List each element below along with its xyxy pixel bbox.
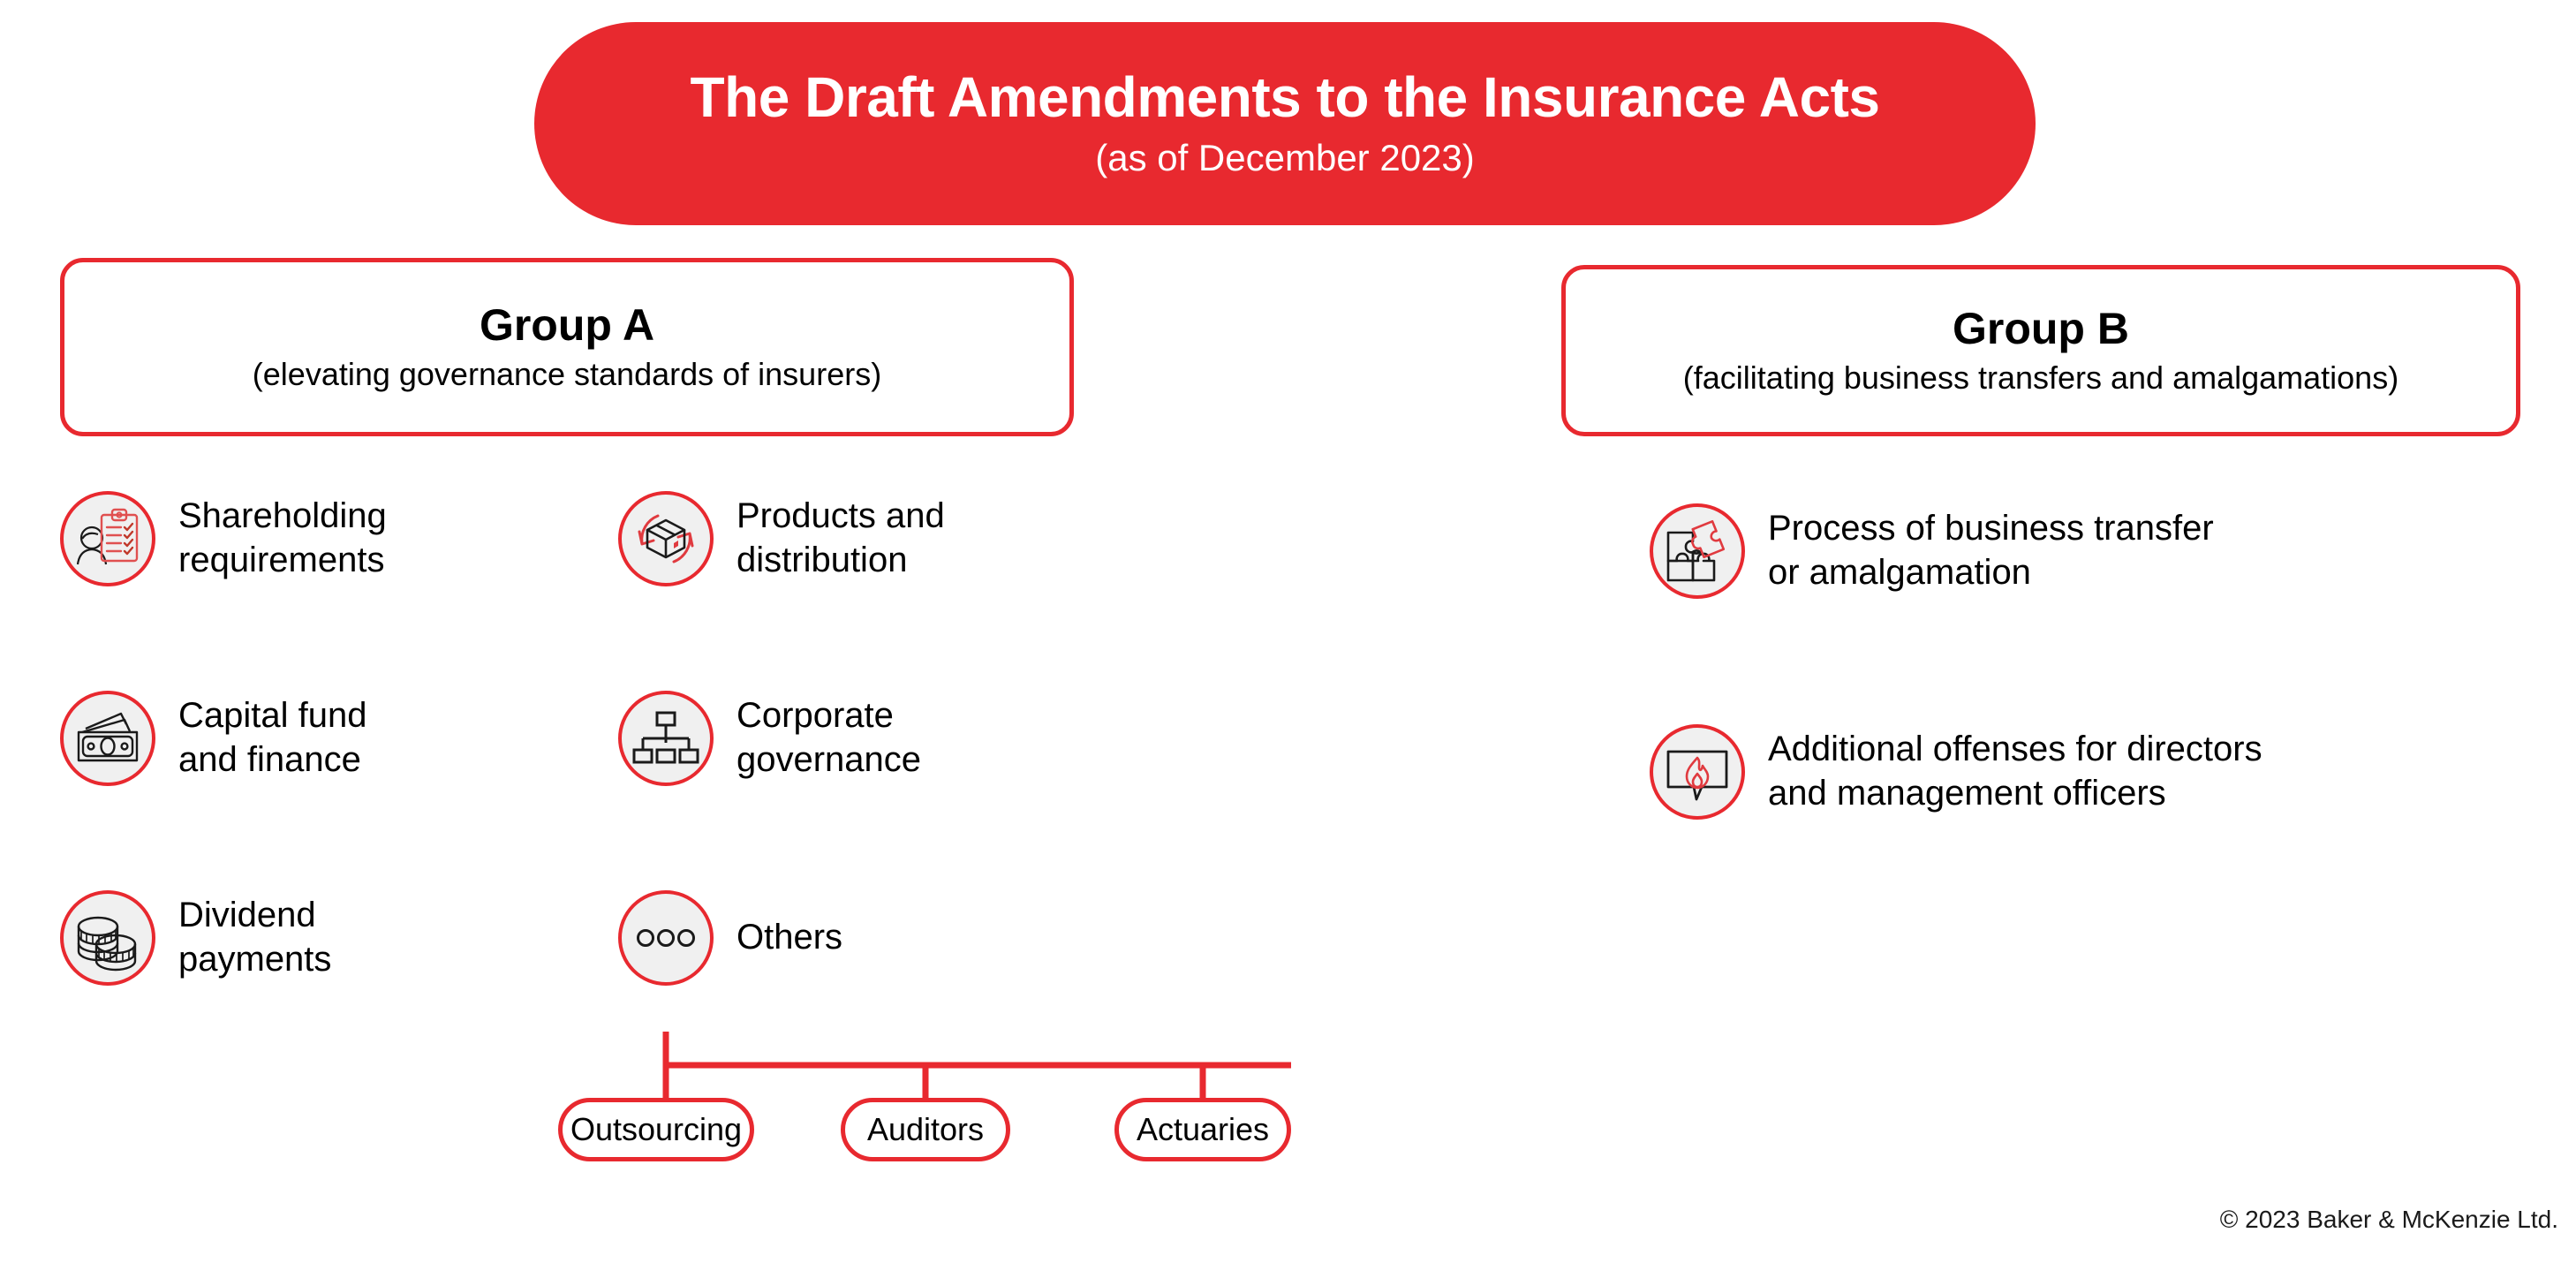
item-additional-offenses[interactable]: Additional offenses for directors and ma…	[1650, 724, 2262, 820]
group-a-header-box: Group A (elevating governance standards …	[60, 258, 1074, 436]
sub-item-label: Auditors	[866, 1111, 985, 1147]
item-label: Corporate governance	[737, 696, 922, 779]
item-label: Products and distribution	[737, 496, 945, 579]
person-checklist-clipboard-icon	[60, 491, 155, 586]
page-subtitle: (as of December 2023)	[1095, 136, 1475, 178]
item-products-and-distribution[interactable]: Products and distribution	[618, 491, 945, 586]
sub-item-label: Outsourcing	[570, 1111, 743, 1147]
item-label: Dividend payments	[178, 896, 332, 979]
org-chart-icon	[618, 691, 714, 786]
item-dividend-payments[interactable]: Dividend payments	[60, 890, 331, 986]
three-dots-icon	[618, 890, 714, 986]
group-a-title: Group A	[479, 299, 655, 350]
item-label: Shareholding requirements	[178, 496, 387, 579]
puzzle-pieces-icon	[1650, 503, 1745, 599]
sub-item-label: Actuaries	[1136, 1111, 1270, 1147]
item-label: Others	[737, 918, 843, 957]
item-capital-fund-and-finance[interactable]: Capital fund and finance	[60, 691, 366, 786]
item-process-of-business-transfer[interactable]: Process of business transfer or amalgama…	[1650, 503, 2214, 599]
item-label: Capital fund and finance	[178, 696, 367, 779]
sub-item-outsourcing[interactable]: Outsourcing	[558, 1098, 754, 1161]
group-b-subtitle: (facilitating business transfers and ama…	[1682, 359, 2399, 397]
group-b-header-box: Group B (facilitating business transfers…	[1561, 265, 2520, 436]
page-title: The Draft Amendments to the Insurance Ac…	[690, 65, 1880, 130]
title-banner: The Draft Amendments to the Insurance Ac…	[534, 22, 2036, 225]
copyright-text: © 2023 Baker & McKenzie Ltd.	[2219, 1206, 2558, 1233]
box-cycle-arrows-icon	[618, 491, 714, 586]
sub-item-actuaries[interactable]: Actuaries	[1114, 1098, 1291, 1161]
group-a-subtitle: (elevating governance standards of insur…	[252, 356, 882, 393]
banknotes-icon	[60, 691, 155, 786]
coin-stack-icon	[60, 890, 155, 986]
item-shareholding-requirements[interactable]: Shareholding requirements	[60, 491, 387, 586]
item-corporate-governance[interactable]: Corporate governance	[618, 691, 921, 786]
item-label: Process of business transfer or amalgama…	[1768, 509, 2214, 592]
item-label: Additional offenses for directors and ma…	[1768, 730, 2262, 813]
speech-bubble-flame-icon	[1650, 724, 1745, 820]
sub-item-auditors[interactable]: Auditors	[841, 1098, 1010, 1161]
group-b-title: Group B	[1953, 303, 2129, 353]
item-others[interactable]: Others	[618, 890, 842, 986]
